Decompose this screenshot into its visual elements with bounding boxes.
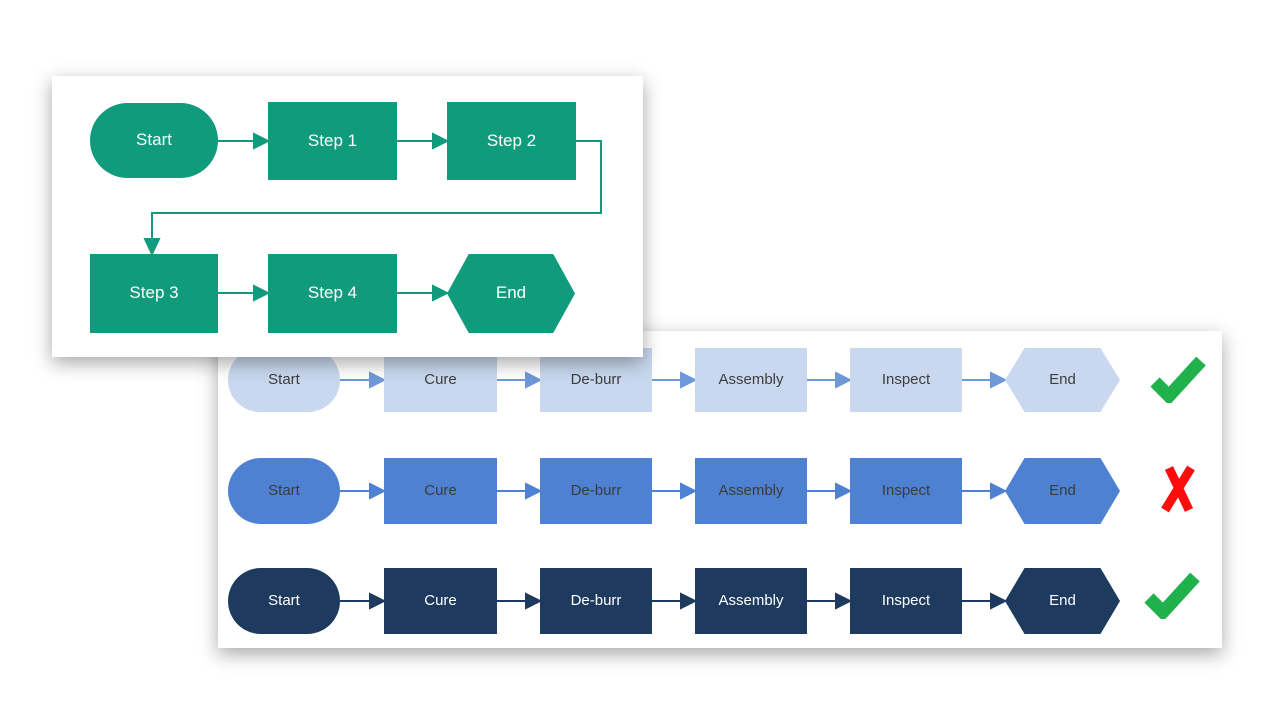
node-label: End (1049, 370, 1076, 388)
node-assembly: Assembly (695, 458, 807, 524)
node-inspect: Inspect (850, 568, 962, 634)
node-start: Start (90, 103, 218, 178)
node-start: Start (228, 458, 340, 524)
node-label: Cure (424, 481, 457, 499)
node-label: Step 1 (307, 130, 358, 150)
node-inspect: Inspect (850, 348, 962, 412)
status-pass (1140, 569, 1204, 621)
node-label: Step 2 (486, 130, 537, 150)
node-assembly: Assembly (695, 348, 807, 412)
node-label: Cure (424, 370, 457, 388)
node-end: End (1005, 348, 1120, 412)
node-label: Start (268, 591, 300, 609)
process-comparison-panel: Start Cure De-burr Assembly Inspect End … (218, 331, 1222, 648)
node-label: Start (268, 481, 300, 499)
node-label: Inspect (881, 370, 931, 388)
checkmark-icon (1150, 356, 1206, 403)
node-assembly: Assembly (695, 568, 807, 634)
flowchart-card: Start Step 1 Step 2 Step 3 Step 4 End (52, 76, 643, 357)
node-deburr: De-burr (540, 568, 652, 634)
node-label: Cure (424, 591, 457, 609)
node-step1: Step 1 (268, 102, 397, 180)
node-label: End (495, 283, 527, 303)
node-step4: Step 4 (268, 254, 397, 333)
node-label: De-burr (570, 591, 622, 609)
node-deburr: De-burr (540, 458, 652, 524)
node-label: Assembly (718, 591, 784, 609)
node-label: Step 4 (307, 283, 358, 303)
checkmark-icon (1144, 572, 1200, 619)
node-start: Start (228, 568, 340, 634)
node-deburr: De-burr (540, 348, 652, 412)
node-label: Inspect (881, 481, 931, 499)
x-icon (1161, 465, 1195, 513)
node-cure: Cure (384, 348, 497, 412)
status-pass (1146, 353, 1210, 405)
node-start: Start (228, 348, 340, 412)
node-end: End (1005, 458, 1120, 524)
node-cure: Cure (384, 568, 497, 634)
node-label: Inspect (881, 591, 931, 609)
node-label: End (1049, 481, 1076, 499)
node-label: De-burr (570, 370, 622, 388)
node-end: End (447, 254, 575, 333)
node-end: End (1005, 568, 1120, 634)
node-step2: Step 2 (447, 102, 576, 180)
node-cure: Cure (384, 458, 497, 524)
status-fail (1154, 461, 1202, 517)
node-label: De-burr (570, 481, 622, 499)
node-label: Step 3 (129, 283, 179, 303)
node-label: Assembly (718, 481, 784, 499)
node-step3: Step 3 (90, 254, 218, 333)
node-label: End (1049, 591, 1076, 609)
node-label: Start (268, 370, 300, 388)
node-label: Assembly (718, 370, 784, 388)
node-label: Start (136, 130, 172, 150)
node-inspect: Inspect (850, 458, 962, 524)
